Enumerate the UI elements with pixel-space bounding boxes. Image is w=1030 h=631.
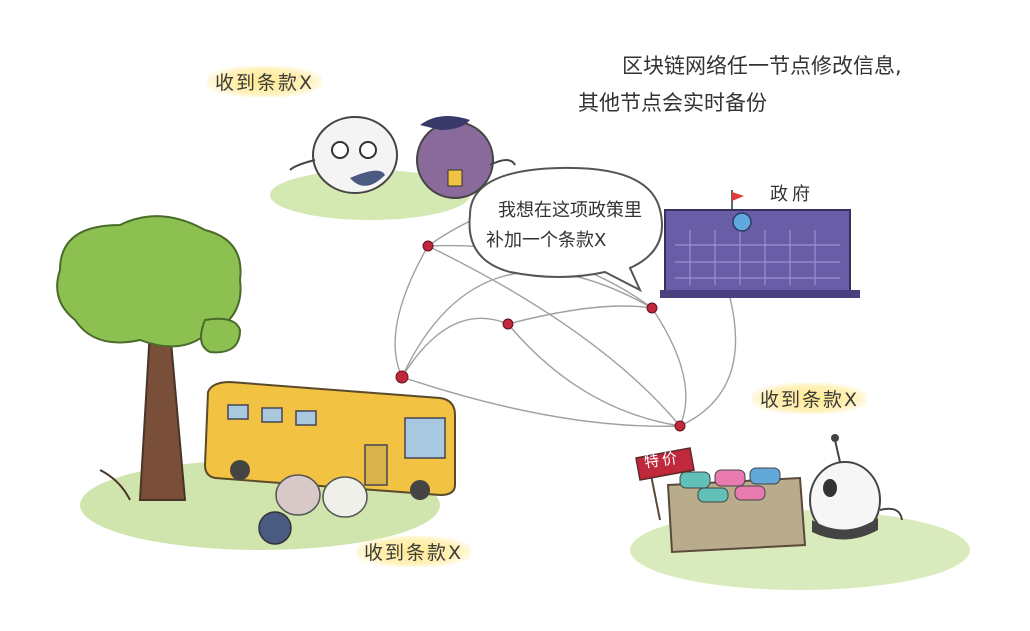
bus bbox=[203, 380, 456, 500]
speech-bubble bbox=[468, 166, 663, 293]
node-4 bbox=[646, 302, 658, 314]
label-government: 政府 bbox=[770, 184, 814, 205]
node-2 bbox=[395, 370, 409, 384]
node-3 bbox=[502, 318, 514, 330]
market-stall bbox=[635, 447, 807, 554]
character-purple-top bbox=[416, 116, 516, 199]
caption: 区块链网络任一节点修改信息, 其他节点会实时备份 bbox=[578, 48, 902, 122]
speech-text: 我想在这项政策里 补加一个条款X bbox=[486, 196, 661, 256]
label-received-bottom: 收到条款X bbox=[356, 536, 472, 567]
label-received-right: 收到条款X bbox=[752, 383, 868, 414]
characters-bottom-left bbox=[258, 474, 368, 545]
node-5 bbox=[674, 420, 686, 432]
label-received-top: 收到条款X bbox=[207, 66, 323, 97]
grass-top bbox=[270, 170, 470, 220]
network-nodes bbox=[395, 240, 686, 432]
network-lines bbox=[394, 194, 737, 427]
government-building bbox=[660, 190, 860, 298]
node-1 bbox=[422, 240, 434, 252]
character-panda bbox=[809, 434, 903, 540]
speech-line-1: 我想在这项政策里 bbox=[498, 200, 642, 221]
caption-line-1: 区块链网络任一节点修改信息, bbox=[622, 54, 902, 78]
tree bbox=[56, 215, 242, 501]
character-white-top bbox=[289, 116, 398, 194]
speech-line-2: 补加一个条款X bbox=[486, 230, 607, 251]
caption-line-2: 其他节点会实时备份 bbox=[578, 91, 767, 115]
